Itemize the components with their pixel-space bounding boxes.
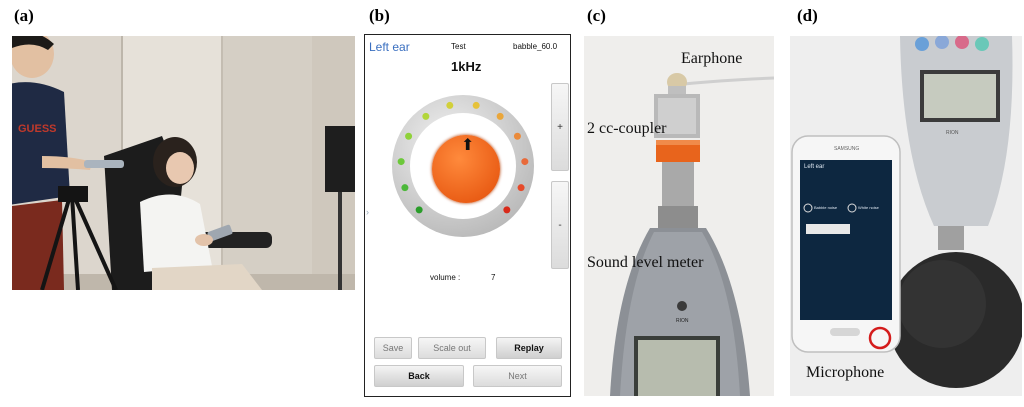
meter-brand-logo: RION [676,318,689,324]
replay-button[interactable]: Replay [496,337,562,359]
phone-brand-logo: SAMSUNG [834,146,860,152]
babble-noise-label: Babble noise [814,205,838,210]
level-dot [422,112,430,120]
level-dot [415,206,423,214]
ear-label: Left ear [369,40,410,54]
save-button[interactable]: Save [374,337,412,359]
volume-down-button[interactable]: - [551,181,569,269]
photo-phone-microphone: SAMSUNG Left ear Babble noise White nois… [790,36,1022,396]
test-label: Test [451,42,466,51]
panel-label-d: (d) [797,6,818,25]
meter-brand-logo-d: RION [946,130,959,136]
level-dot [496,112,504,120]
microphone-label: Microphone [806,364,885,381]
level-dot [405,132,413,140]
level-dot [503,206,511,214]
noise-label: babble_60.0 [513,42,558,51]
meter-coupler-illustration [584,36,774,396]
svg-text:GUESS: GUESS [18,123,57,135]
coupler-label: 2 cc-coupler [587,120,667,137]
level-indicator-dots [397,101,529,214]
level-dot [401,184,409,192]
photo-earphone-coupler: Earphone 2 cc-coupler Sound level meter … [584,36,774,396]
photo-experiment-illustration: GUESS [12,36,355,290]
volume-knob[interactable] [432,135,500,203]
panel-label-c: (c) [587,6,606,25]
level-dot [446,101,454,109]
white-noise-label: White noise [858,205,879,210]
knob-arrow-icon: ⬆ [461,137,475,154]
volume-value: 7 [491,273,496,282]
back-button[interactable]: Back [374,365,464,387]
volume-up-button[interactable]: + [551,83,569,171]
panel-label-a: (a) [14,6,34,25]
phone-meter-illustration [790,36,1022,396]
panel-label-b: (b) [369,6,390,25]
level-dot [472,101,480,109]
phone-ear-label: Left ear [804,164,825,170]
frequency-label: 1kHz [451,59,482,74]
photo-experiment-setup: GUESS [12,36,355,290]
sound-level-meter-label: Sound level meter [587,254,704,271]
earphone-label: Earphone [681,50,743,67]
level-dot [521,158,529,166]
app-screen: Left ear Test babble_60.0 1kHz ⬆ volume … [364,34,571,397]
side-chevron-icon[interactable]: › [366,207,369,217]
scale-out-button[interactable]: Scale out [418,337,486,359]
level-dot [517,184,525,192]
next-button[interactable]: Next [473,365,562,387]
level-dot [513,132,521,140]
level-dot [397,158,405,166]
volume-label: volume : [430,273,461,282]
